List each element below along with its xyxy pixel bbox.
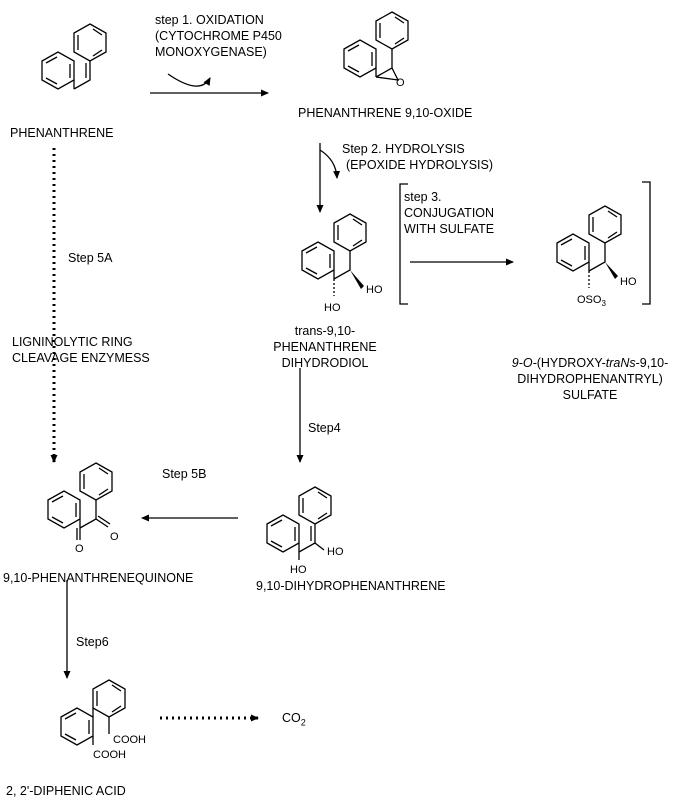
phenanthrene-oxide-structure: O (343, 11, 409, 89)
cooh-bottom: COOH (93, 749, 126, 761)
label-step4: Step4 (308, 421, 341, 435)
epoxide-oxygen: O (396, 77, 405, 89)
label-co2: CO2 (282, 711, 306, 728)
quinone-o-bottom: O (75, 543, 84, 555)
label-step3-line2: CONJUGATION (404, 206, 495, 220)
label-dihydrodiol-line3: DIHYDRODIOL (281, 356, 369, 370)
sulfate-oh: HO (620, 276, 637, 288)
dihydrophen-oh-right: HO (327, 546, 344, 558)
label-dihydrodiol-line2: PHENANTHRENE (273, 340, 377, 354)
label-step3-line1: step 3. (404, 190, 442, 204)
label-quinone: 9,10-PHENANTHRENEQUINONE (3, 571, 194, 585)
arrows (50, 73, 514, 722)
label-step5a-desc-line2: CLEAVAGE ENZYMESS (12, 351, 150, 365)
label-step6: Step6 (76, 635, 109, 649)
label-diphenic-acid: 2, 2'-DIPHENIC ACID (6, 784, 126, 798)
dihydrodiol-oh-right: HO (366, 284, 383, 296)
label-step1-line2: (CYTOCHROME P450 (155, 29, 282, 43)
label-dihydrodiol-line1: trans-9,10- (294, 324, 356, 338)
arrow-step2-cofactor (319, 149, 341, 179)
label-step5a-desc-line1: LIGNINOLYTIC RING (12, 335, 133, 349)
dihydrodiol-oh-left: HO (324, 302, 341, 314)
quinone-o-right: O (110, 531, 119, 543)
label-step3-line3: WITH SULFATE (404, 222, 495, 236)
phenanthrene-structure (41, 23, 107, 90)
label-dihydrophenanthrene: 9,10-DIHYDROPHENANTHRENE (256, 579, 446, 593)
label-phenanthrene: PHENANTHRENE (10, 126, 114, 140)
dihydrodiol-structure (301, 213, 367, 296)
label-sulfate-line1: 9-O-(HYDROXY-traNs-9,10- (511, 356, 669, 370)
label-step2-line1: Step 2. HYDROLYSIS (342, 142, 465, 156)
sulfate-oso3: OSO3 (577, 294, 606, 308)
label-step5a: Step 5A (68, 251, 113, 265)
diphenic-acid-structure (60, 679, 126, 746)
dihydrophenanthrene-structure (266, 486, 332, 560)
cooh-top: COOH (113, 734, 146, 746)
label-step1-line1: step 1. OXIDATION (155, 13, 264, 27)
dihydrophen-oh-bottom: HO (290, 564, 307, 576)
label-sulfate-line2: DIHYDROPHENANTRYL) (517, 372, 663, 386)
sulfate-structure (399, 181, 651, 305)
label-step1-line3: MONOXYGENASE) (155, 45, 267, 59)
label-step2-line2: (EPOXIDE HYDROLYSIS) (346, 158, 494, 172)
label-step5b: Step 5B (162, 467, 207, 481)
label-phenanthrene-oxide: PHENANTHRENE 9,10-OXIDE (298, 106, 473, 120)
quinone-structure (47, 462, 113, 540)
label-sulfate-line3: SULFATE (562, 388, 618, 402)
arrow-step1-cofactor (167, 73, 211, 87)
